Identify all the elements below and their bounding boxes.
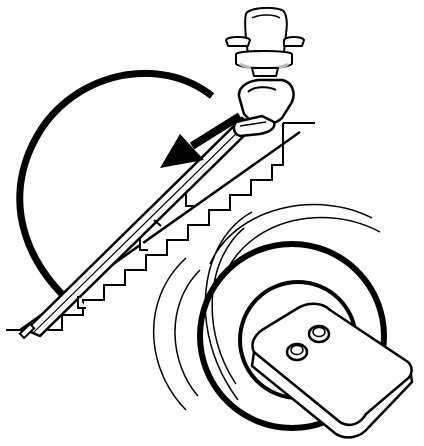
stair-rail-icon	[20, 118, 254, 338]
remote-control-icon	[252, 304, 412, 438]
stairlift-chair-icon	[226, 8, 304, 76]
remote-button-down[interactable]	[287, 344, 307, 360]
remote-button-up[interactable]	[309, 326, 329, 342]
stairlift-carriage	[234, 80, 294, 136]
